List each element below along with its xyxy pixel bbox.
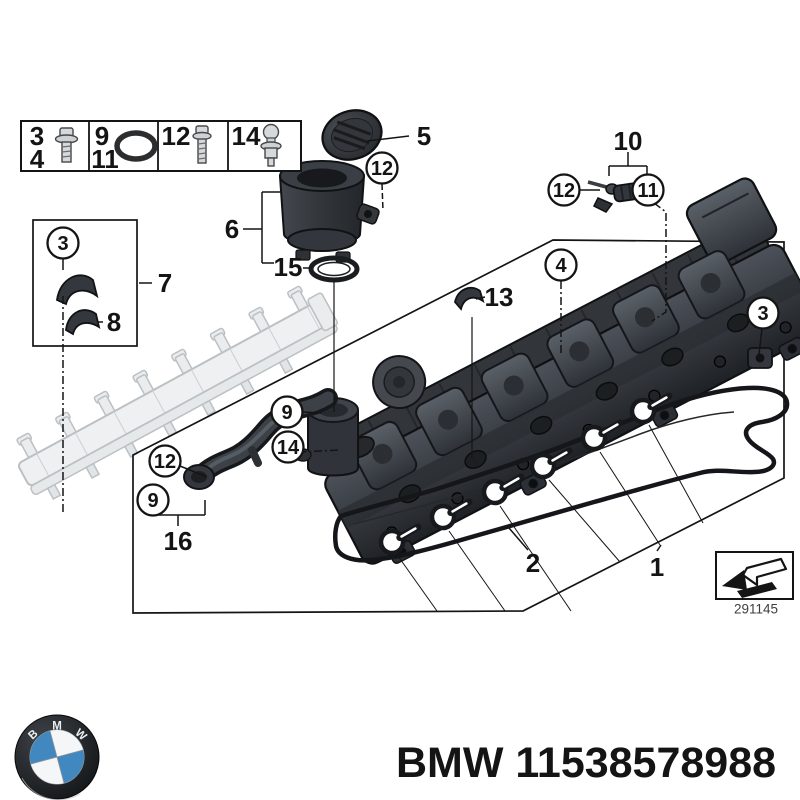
callout-circle-9-dome[interactable]: 9: [270, 395, 304, 429]
o-ring-15-part: [308, 255, 360, 283]
flange-bolt-icon: [54, 127, 79, 163]
clamp-7-part: [56, 274, 99, 306]
callouts-circled: 3 12 12 11 4 3 9 14: [46, 151, 780, 517]
svg-text:9: 9: [147, 490, 158, 512]
bmw-roundel-icon: B M W: [14, 714, 100, 800]
part-number-text: BMW 11538578988: [396, 739, 776, 787]
svg-text:3: 3: [57, 233, 68, 255]
clip-13-part: [454, 287, 485, 311]
callout-circle-12-neck[interactable]: 12: [365, 151, 399, 185]
legend-cell-14[interactable]: 14: [232, 121, 282, 167]
callout-15[interactable]: 15: [274, 252, 303, 282]
footer: B M W BMW 11538578988: [14, 714, 776, 800]
hex-screw-icon: [192, 125, 212, 164]
gasket-bolt-seals: [378, 392, 673, 556]
legend-table: 3 4 9 11 12: [20, 120, 302, 174]
callout-8[interactable]: 8: [107, 307, 121, 337]
callout-circle-3-cover[interactable]: 3: [746, 296, 780, 330]
svg-text:12: 12: [371, 158, 393, 180]
injector-ports: [398, 313, 750, 504]
assembly-box-1-outline: [132, 239, 785, 614]
callout-circle-3-clamps[interactable]: 3: [46, 226, 80, 260]
callout-6[interactable]: 6: [225, 214, 239, 244]
legend-cell-3-4[interactable]: 3 4: [30, 121, 79, 174]
callout-circle-12-sensor[interactable]: 12: [547, 173, 581, 207]
callout-10[interactable]: 10: [614, 126, 643, 156]
legend-label-3: 3: [30, 121, 44, 151]
legend-label-14: 14: [232, 121, 261, 151]
cover-corner-ear: [747, 347, 773, 369]
oil-filler-cap-part: [321, 109, 383, 161]
callout-circle-9-hose[interactable]: 9: [136, 483, 170, 517]
cover-end-hood: [685, 177, 778, 266]
ref-box: 291145: [715, 551, 794, 617]
logo-letter-m: M: [52, 721, 62, 733]
svg-text:4: 4: [555, 255, 567, 277]
legend-label-12: 12: [162, 121, 191, 151]
pressure-regulator-valve: [372, 355, 427, 410]
ball-stud-icon: [260, 123, 282, 167]
filler-neck-part: [278, 160, 380, 263]
callout-13[interactable]: 13: [485, 282, 514, 312]
svg-text:11: 11: [637, 180, 658, 202]
callout-2[interactable]: 2: [526, 548, 540, 578]
legend-cell-12[interactable]: 12: [162, 121, 212, 164]
svg-text:12: 12: [154, 451, 176, 473]
svg-text:14: 14: [277, 437, 300, 459]
legend-label-9: 9: [95, 121, 109, 151]
legend-label-4: 4: [30, 144, 45, 174]
svg-text:3: 3: [757, 303, 768, 325]
sub-box-7: [32, 219, 138, 347]
callout-circle-14[interactable]: 14: [271, 430, 305, 464]
legend-cell-9-11[interactable]: 9 11: [91, 121, 158, 174]
callout-5[interactable]: 5: [417, 121, 431, 151]
legend-label-11: 11: [91, 144, 119, 174]
o-ring-icon: [114, 130, 158, 162]
svg-text:9: 9: [281, 402, 292, 424]
ref-code: 291145: [734, 602, 778, 617]
callout-circle-11[interactable]: 11: [631, 173, 665, 207]
clamp-8-part: [65, 309, 101, 336]
callout-circle-4[interactable]: 4: [544, 248, 578, 282]
leader-lines: [62, 135, 763, 612]
callouts-plain: 5 6 15 7 8 10 13 16 2 1: [107, 121, 664, 582]
callout-1[interactable]: 1: [650, 552, 664, 582]
cable-rail-part: [16, 285, 338, 501]
callout-16[interactable]: 16: [164, 526, 193, 556]
direction-arrow-icon: [722, 557, 788, 598]
callout-7[interactable]: 7: [158, 268, 172, 298]
vent-hose-part: [183, 388, 338, 490]
svg-text:12: 12: [553, 180, 575, 202]
callout-circle-12-hose[interactable]: 12: [148, 444, 182, 478]
